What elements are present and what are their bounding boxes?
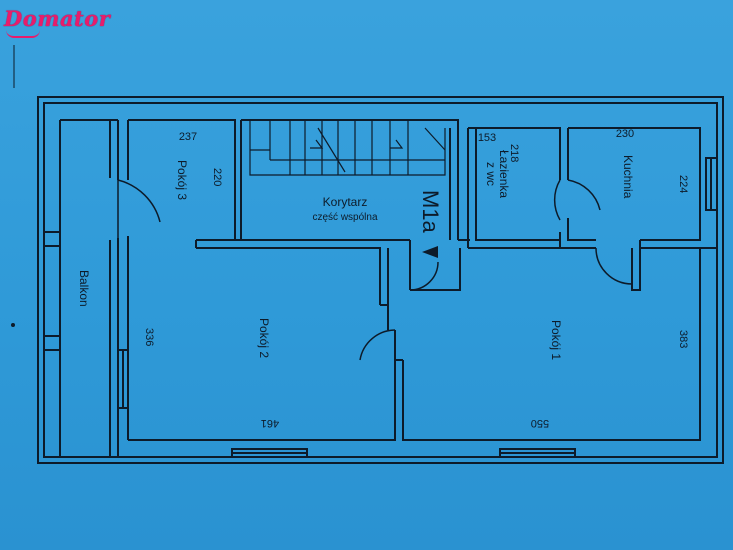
label-pokoj1: Pokój 1 xyxy=(549,320,563,360)
label-lazienka: Łazienka xyxy=(497,150,511,198)
kuchnia-depth: 224 xyxy=(677,175,689,193)
paper-dot xyxy=(11,323,15,327)
label-kuchnia: Kuchnia xyxy=(621,155,635,199)
pokoj2-depth: 336 xyxy=(143,328,155,346)
logo-swoosh xyxy=(6,30,40,38)
pokoj3-width: 237 xyxy=(179,131,197,143)
label-balkon: Balkon xyxy=(77,270,91,307)
walls xyxy=(37,96,724,464)
door-swings xyxy=(117,179,633,361)
pokoj1-depth: 383 xyxy=(677,330,689,348)
lazienka-width: 153 xyxy=(478,132,496,144)
label-lazienka-sub: z wc xyxy=(484,162,498,186)
pokoj1-width: 550 xyxy=(531,417,549,429)
label-unit: M1a xyxy=(418,190,443,234)
label-pokoj2: Pokój 2 xyxy=(257,318,271,358)
label-korytarz-sub: część wspólna xyxy=(312,212,377,223)
entrance-arrow xyxy=(422,246,438,258)
pokoj3-depth: 220 xyxy=(211,168,223,186)
label-korytarz: Korytarz xyxy=(323,195,368,209)
kuchnia-width: 230 xyxy=(616,128,634,140)
label-pokoj3: Pokój 3 xyxy=(175,160,189,200)
staircase xyxy=(249,120,446,176)
lazienka-depth: 218 xyxy=(508,144,520,162)
demator-logo: Domator xyxy=(4,6,111,31)
pokoj2-width: 461 xyxy=(261,417,279,429)
